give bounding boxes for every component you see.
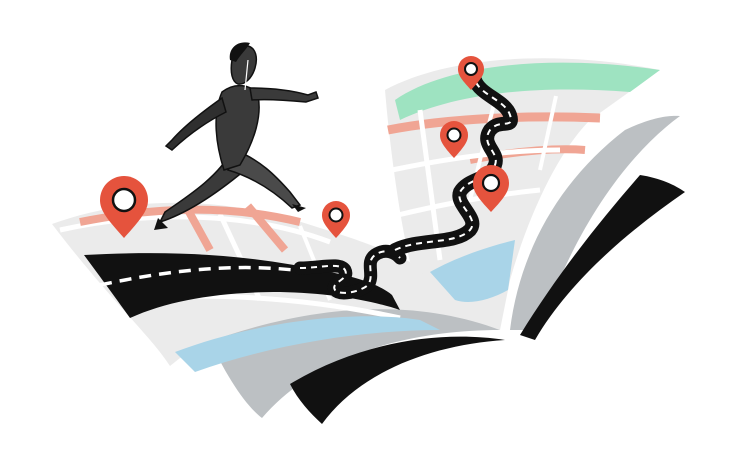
walking-person-icon: [154, 42, 319, 230]
map-street: [391, 147, 561, 173]
person-hair: [229, 42, 250, 62]
map-water: [175, 316, 440, 372]
map-pin-icon: [322, 201, 350, 238]
map-water: [430, 240, 515, 302]
map-pin-icon: [458, 56, 484, 90]
route-road-icon: [84, 253, 400, 318]
map-street: [538, 95, 558, 171]
map-main-road: [184, 208, 214, 252]
left-map-sheet: [52, 202, 500, 372]
page-curl-black-right: [520, 175, 685, 340]
route-road-centerline: [99, 265, 311, 287]
map-street: [59, 214, 331, 245]
page-curl-gray-right: [510, 115, 680, 330]
map-pin-icon: [440, 121, 468, 158]
person-earphone-cord: [244, 59, 249, 91]
map-pin-icon: [473, 165, 509, 212]
map-main-road: [244, 203, 289, 253]
page-curl-black-left: [290, 336, 505, 424]
route-road-icon: [293, 244, 407, 300]
person-front-arm: [249, 87, 319, 103]
route-road-centerline: [394, 79, 512, 251]
person-back-arm: [164, 96, 227, 151]
map-pin-icon: [100, 176, 148, 238]
person-shoe: [292, 204, 306, 212]
person-shoe: [154, 218, 168, 230]
